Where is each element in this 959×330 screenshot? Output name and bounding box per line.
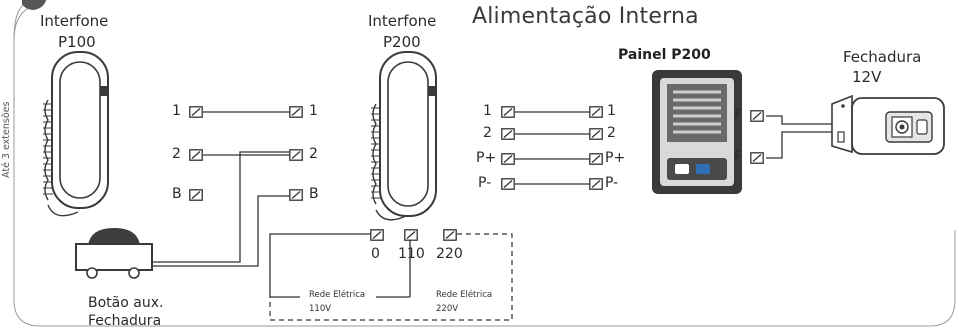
botao-aux-icon xyxy=(75,228,153,279)
extensions-note: Até 3 extensões xyxy=(1,101,12,178)
botao-label-line2: Fechadura xyxy=(88,313,162,329)
power-terminal-220: 220 xyxy=(436,246,463,262)
painel-terminal-pplus: P+ xyxy=(605,150,626,166)
painel-p200-icon xyxy=(652,70,742,194)
power-terminal-110: 110 xyxy=(398,246,425,262)
rede-110-line1: Rede Elétrica xyxy=(309,290,366,300)
p200-in-terminal-2: 2 xyxy=(309,146,318,162)
wires xyxy=(153,111,832,298)
p100-label-line1: Interfone xyxy=(40,12,109,30)
power-terminal-0: 0 xyxy=(371,246,380,262)
p100-label-line2: P100 xyxy=(58,33,96,51)
painel-f-terminal-1: F xyxy=(734,107,743,123)
botao-label-line1: Botão aux. xyxy=(88,295,164,311)
corner-ornament xyxy=(22,0,46,10)
rede-220-line1: Rede Elétrica xyxy=(436,290,493,300)
painel-label: Painel P200 xyxy=(618,47,711,63)
p100-terminal-b: B xyxy=(172,186,182,202)
painel-f-terminal-2: F xyxy=(734,149,743,165)
painel-terminal-pminus: P- xyxy=(605,175,619,191)
p200-label-line2: P200 xyxy=(383,33,421,51)
p100-handset-icon xyxy=(43,51,109,217)
p200-out-terminal-1: 1 xyxy=(483,103,492,119)
diagram-title: Alimentação Interna xyxy=(472,4,699,29)
fechadura-label-line2: 12V xyxy=(852,68,882,86)
outer-frame xyxy=(13,2,956,327)
p200-handset-icon xyxy=(371,51,437,221)
p200-out-terminal-pplus: P+ xyxy=(476,150,497,166)
p100-terminal-1: 1 xyxy=(172,103,181,119)
p200-out-terminal-pminus: P- xyxy=(478,175,492,191)
wires-220v-dashed xyxy=(269,233,513,321)
p200-in-terminal-b: B xyxy=(309,186,319,202)
p100-terminal-2: 2 xyxy=(172,146,181,162)
fechadura-label-line1: Fechadura xyxy=(843,48,922,66)
rede-110-line2: 110V xyxy=(309,304,332,314)
painel-terminal-2: 2 xyxy=(607,125,616,141)
p200-out-terminal-2: 2 xyxy=(483,125,492,141)
fechadura-icon xyxy=(831,94,945,155)
p200-label-line1: Interfone xyxy=(368,12,437,30)
p200-in-terminal-1: 1 xyxy=(309,103,318,119)
painel-terminal-1: 1 xyxy=(607,103,616,119)
rede-220-line2: 220V xyxy=(436,304,459,314)
